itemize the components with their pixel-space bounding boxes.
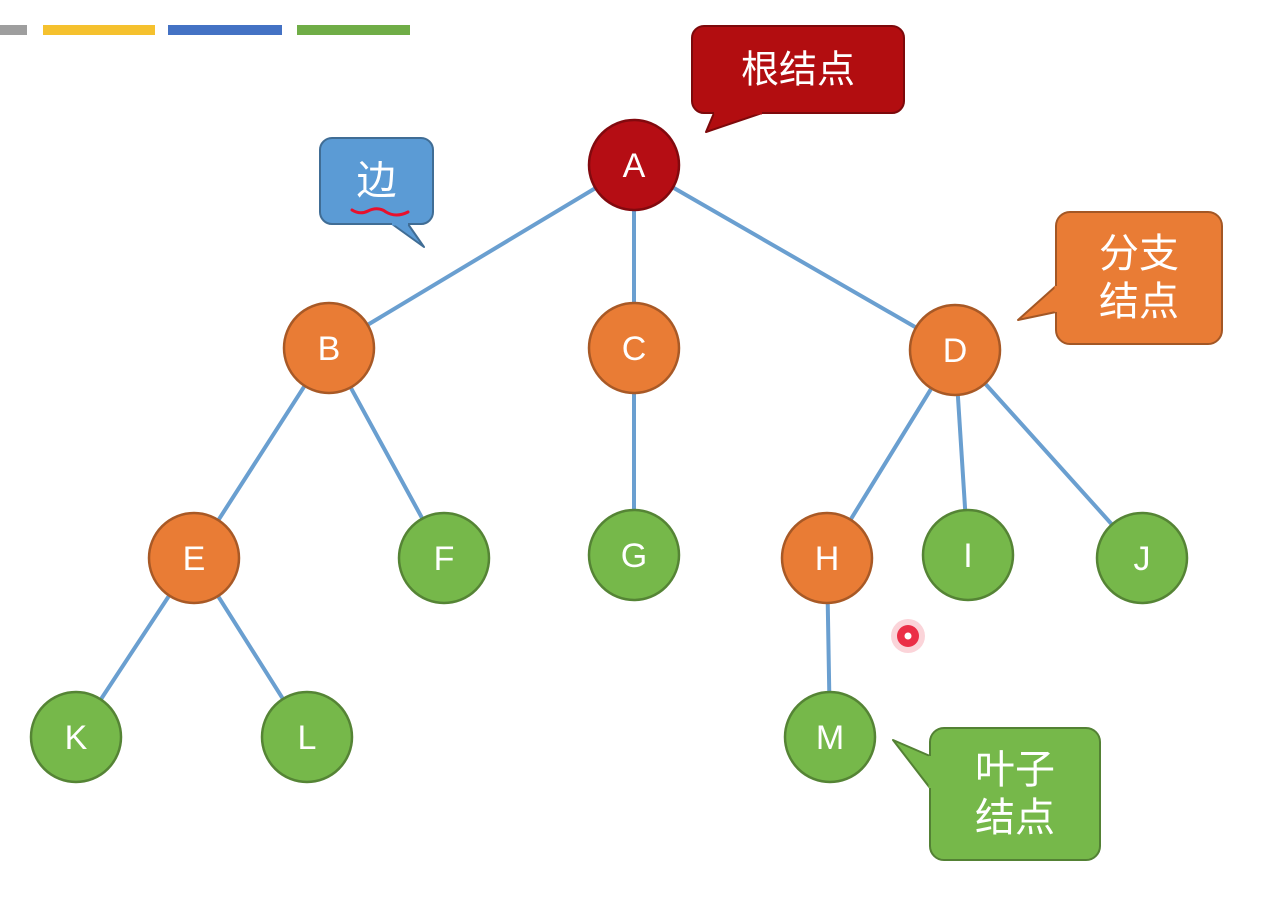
top-color-bar (0, 25, 410, 35)
node-d: D (908, 303, 1002, 397)
callout-text: 结点 (975, 795, 1055, 841)
edge-d-i (955, 390, 968, 515)
edge-d-j (981, 380, 1116, 528)
node-j: J (1095, 511, 1189, 605)
callout-pointer (391, 223, 425, 248)
node-k: K (29, 690, 123, 784)
laser-pointer-dot (891, 619, 925, 653)
top-bar-segment (168, 25, 282, 35)
node-label: E (183, 540, 206, 578)
node-label: G (621, 537, 647, 575)
node-circle (908, 303, 1002, 397)
edge-a-d (669, 184, 920, 331)
node-label: A (623, 147, 646, 185)
callout-text: 边 (357, 158, 397, 204)
node-i: I (921, 508, 1015, 602)
node-label: D (943, 332, 968, 370)
node-label: M (816, 719, 844, 757)
node-c: C (587, 301, 681, 395)
node-circle (921, 508, 1015, 602)
callout-pointer (892, 739, 931, 789)
node-g: G (587, 508, 681, 602)
node-circle (783, 690, 877, 784)
edges (97, 184, 1116, 704)
node-label: L (298, 719, 317, 757)
pen-underline (350, 207, 410, 217)
callout-text: 根结点 (741, 48, 855, 92)
node-label: J (1134, 540, 1151, 578)
edge-h-m (825, 599, 832, 696)
node-circle (147, 511, 241, 605)
top-bar-segment (43, 25, 155, 35)
node-circle (587, 301, 681, 395)
node-circle (1095, 511, 1189, 605)
edge-callout: 边 (319, 137, 434, 248)
node-circle (780, 511, 874, 605)
node-circle (587, 118, 681, 212)
node-circle (397, 511, 491, 605)
root-callout: 根结点 (691, 25, 905, 133)
top-bar-segment (297, 25, 410, 35)
node-circle (282, 301, 376, 395)
edge-d-h (847, 384, 935, 524)
callout-text: 结点 (1099, 279, 1179, 325)
node-label: C (622, 330, 647, 368)
callout-box (319, 137, 434, 225)
node-f: F (397, 511, 491, 605)
node-circle (587, 508, 681, 602)
top-bar-segment (0, 25, 27, 35)
node-b: B (282, 301, 376, 395)
node-h: H (780, 511, 874, 605)
pointer-marks (891, 619, 925, 653)
nodes: A B C D E F G H I J K L M (29, 118, 1189, 784)
node-label: I (963, 537, 972, 575)
edge-b-f (347, 383, 426, 523)
callout-box (1055, 211, 1223, 345)
edge-e-l (215, 592, 286, 703)
callout-pointer (1017, 285, 1057, 321)
node-circle (260, 690, 354, 784)
callout-text: 叶子 (975, 747, 1055, 793)
callout-text: 分支 (1099, 231, 1179, 277)
node-label: K (65, 719, 88, 757)
callout-pointer (705, 112, 763, 133)
laser-pointer-center (904, 632, 912, 640)
callout-box (691, 25, 905, 114)
node-m: M (783, 690, 877, 784)
node-label: H (815, 540, 840, 578)
edge-a-b (363, 185, 600, 328)
node-label: F (434, 540, 455, 578)
node-label: B (318, 330, 341, 368)
edge-b-e (215, 382, 308, 524)
node-e: E (147, 511, 241, 605)
node-l: L (260, 690, 354, 784)
edge-e-k (97, 591, 173, 704)
node-circle (29, 690, 123, 784)
node-a: A (587, 118, 681, 212)
callout-box (929, 727, 1101, 861)
